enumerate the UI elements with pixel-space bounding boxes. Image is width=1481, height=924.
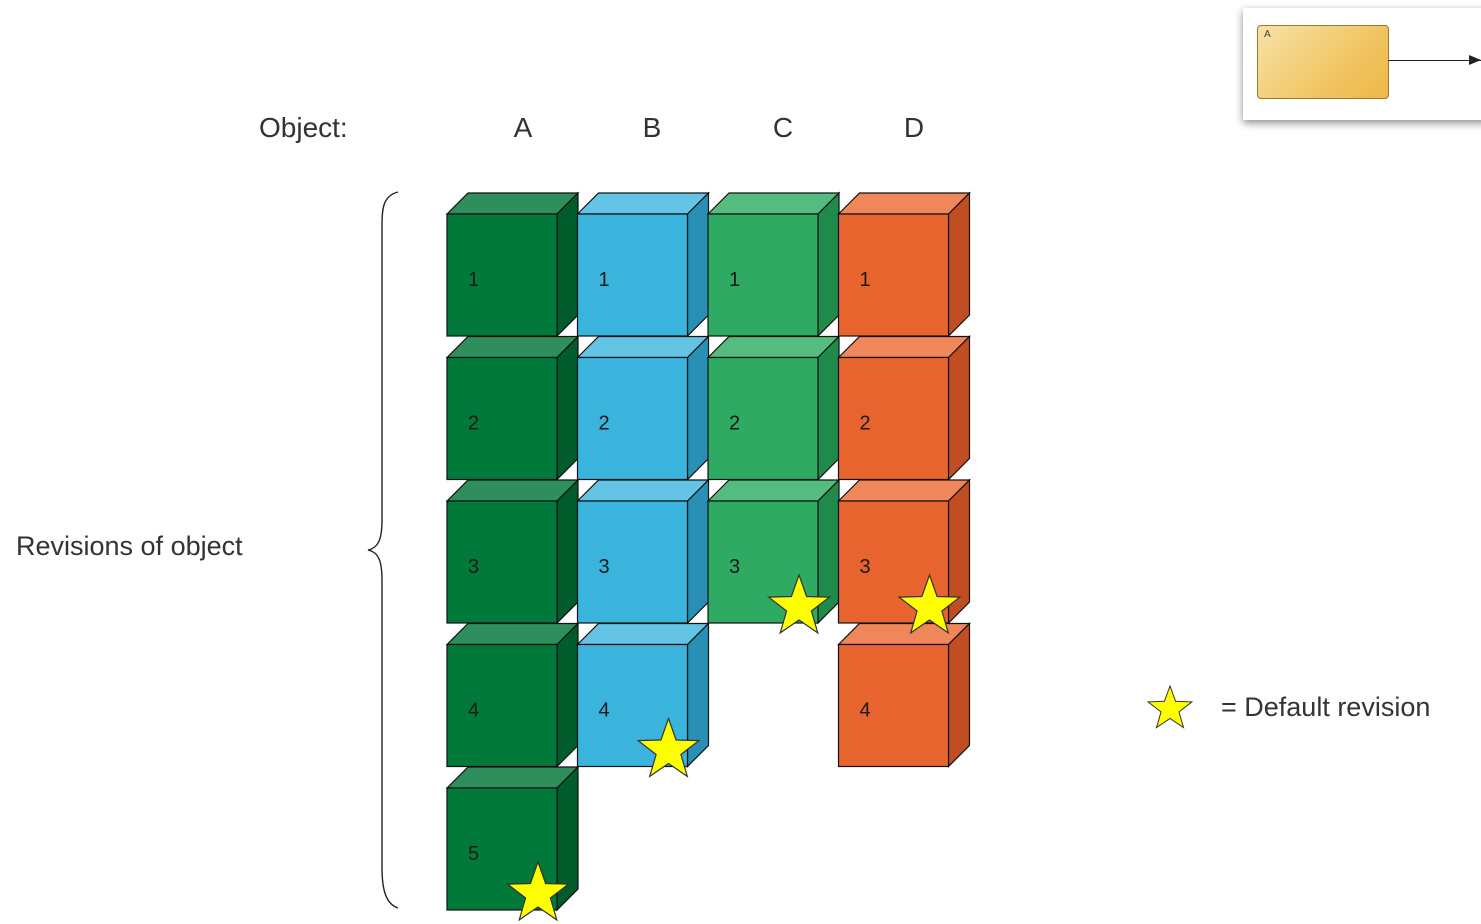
cube-top-face — [839, 624, 970, 645]
cube-front-face — [839, 214, 949, 336]
revision-number: 5 — [468, 843, 479, 865]
cube-side-face — [949, 193, 970, 336]
revision-number: 4 — [468, 700, 479, 722]
revision-number: 3 — [468, 556, 479, 578]
cube-side-face — [557, 193, 578, 336]
cube-top-face — [447, 337, 578, 358]
cube-top-face — [839, 337, 970, 358]
revision-number: 1 — [860, 269, 871, 291]
cube-top-face — [839, 193, 970, 214]
cube-front-face — [839, 358, 949, 480]
cube-front-face — [447, 214, 557, 336]
cube-b-1: 1 — [578, 193, 709, 336]
cube-top-face — [447, 767, 578, 788]
cube-front-face — [839, 645, 949, 767]
cube-top-face — [578, 193, 709, 214]
cube-side-face — [688, 337, 709, 480]
cube-top-face — [708, 337, 839, 358]
revision-number: 2 — [729, 413, 740, 435]
revision-number: 4 — [599, 700, 610, 722]
cube-a-2: 2 — [447, 337, 578, 480]
cube-front-face — [578, 214, 688, 336]
cube-c-2: 2 — [708, 337, 839, 480]
inset-preview: A — [1243, 8, 1481, 120]
cube-side-face — [818, 193, 839, 336]
cube-top-face — [578, 480, 709, 501]
inset-node: A — [1257, 25, 1389, 99]
cube-b-2: 2 — [578, 337, 709, 480]
cube-side-face — [818, 337, 839, 480]
cube-side-face — [557, 624, 578, 767]
cube-front-face — [447, 358, 557, 480]
cube-front-face — [708, 214, 818, 336]
cube-front-face — [447, 645, 557, 767]
legend-star-icon — [1145, 683, 1195, 731]
cube-side-face — [688, 193, 709, 336]
cube-front-face — [447, 501, 557, 623]
cube-side-face — [557, 337, 578, 480]
cube-c-1: 1 — [708, 193, 839, 336]
cube-side-face — [688, 480, 709, 623]
cube-a-1: 1 — [447, 193, 578, 336]
cube-side-face — [557, 480, 578, 623]
cube-top-face — [708, 480, 839, 501]
curly-brace — [368, 192, 398, 908]
revision-number: 2 — [468, 413, 479, 435]
revision-number: 2 — [599, 413, 610, 435]
cube-d-1: 1 — [839, 193, 970, 336]
revision-number: 1 — [468, 269, 479, 291]
cube-side-face — [949, 624, 970, 767]
cube-top-face — [447, 193, 578, 214]
cube-side-face — [949, 337, 970, 480]
revision-number: 4 — [860, 700, 871, 722]
cube-top-face — [839, 480, 970, 501]
revision-number: 1 — [599, 269, 610, 291]
cube-top-face — [708, 193, 839, 214]
inset-node-label: A — [1264, 29, 1271, 40]
cube-b-3: 3 — [578, 480, 709, 623]
cube-top-face — [578, 624, 709, 645]
revision-number: 3 — [729, 556, 740, 578]
revision-number: 2 — [860, 413, 871, 435]
revision-number: 1 — [729, 269, 740, 291]
cube-a-3: 3 — [447, 480, 578, 623]
cube-front-face — [578, 358, 688, 480]
cube-top-face — [578, 337, 709, 358]
cube-front-face — [708, 358, 818, 480]
arrow-head-icon — [1469, 55, 1481, 65]
cube-d-2: 2 — [839, 337, 970, 480]
cube-top-face — [447, 480, 578, 501]
cube-front-face — [578, 501, 688, 623]
inset-arrow-line — [1388, 60, 1481, 61]
revision-number: 3 — [599, 556, 610, 578]
legend-text: = Default revision — [1221, 694, 1430, 721]
cube-d-4: 4 — [839, 624, 970, 767]
cube-a-4: 4 — [447, 624, 578, 767]
cube-top-face — [447, 624, 578, 645]
revision-number: 3 — [860, 556, 871, 578]
